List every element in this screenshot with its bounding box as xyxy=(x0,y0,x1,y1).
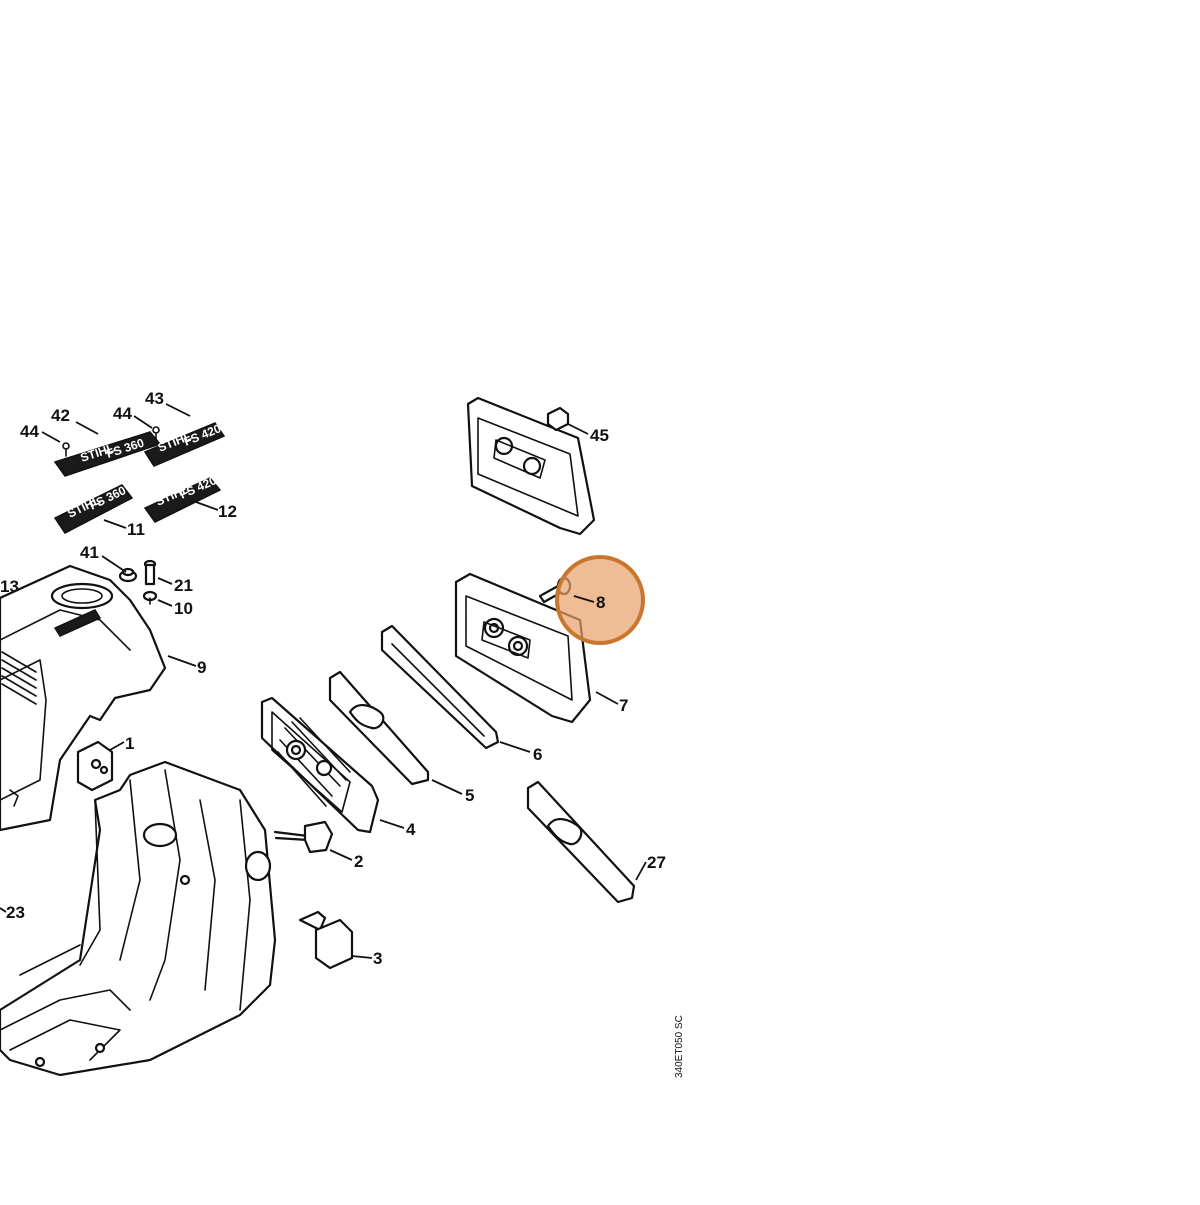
shroud-vents xyxy=(1,651,37,705)
part-4-filter-base xyxy=(260,696,380,834)
label-43: 43 xyxy=(145,389,164,408)
label-2: 2 xyxy=(354,852,363,871)
screw-21 xyxy=(143,559,157,586)
label-7: 7 xyxy=(619,696,628,715)
label-4: 4 xyxy=(406,820,416,839)
label-9: 9 xyxy=(197,658,206,677)
screw-44-right xyxy=(152,426,160,441)
label-8: 8 xyxy=(596,593,605,612)
label-23: 23 xyxy=(6,903,25,922)
part-27-filter-pad xyxy=(526,780,636,904)
part-2-knob xyxy=(273,820,334,854)
label-6: 6 xyxy=(533,745,542,764)
label-10: 10 xyxy=(174,599,193,618)
part-45-cover xyxy=(466,396,596,536)
label-21: 21 xyxy=(174,576,193,595)
callout-labels: 44 42 44 43 11 12 41 21 10 13 9 1 2 3 4 … xyxy=(0,389,666,968)
leader-23 xyxy=(0,907,7,913)
screw-44-left xyxy=(62,442,70,457)
label-13: 13 xyxy=(0,577,19,596)
part-6-seal xyxy=(380,624,500,750)
nameplate-12: STIHL FS 420 xyxy=(143,473,222,523)
screw-10 xyxy=(142,590,158,605)
label-12: 12 xyxy=(218,502,237,521)
leader-lines xyxy=(41,403,647,959)
part-5-gasket xyxy=(328,670,430,786)
nameplate-42: STIHL FS 360 xyxy=(53,431,162,477)
label-3: 3 xyxy=(373,949,382,968)
engine-shroud xyxy=(0,564,167,832)
part-1-grommet xyxy=(76,740,114,792)
label-27: 27 xyxy=(647,853,666,872)
label-45: 45 xyxy=(590,426,609,445)
drawing-code: 340ET050 SC xyxy=(674,1015,685,1078)
screw-41 xyxy=(118,567,138,583)
label-1: 1 xyxy=(125,734,134,753)
label-44-right: 44 xyxy=(113,404,132,423)
label-44-left: 44 xyxy=(20,422,39,441)
label-42: 42 xyxy=(51,406,70,425)
label-11: 11 xyxy=(127,520,145,539)
highlight-circle-part-8 xyxy=(555,555,645,645)
label-41: 41 xyxy=(80,543,99,562)
engine-housing xyxy=(0,760,277,1077)
part-3-switch xyxy=(298,910,354,970)
label-5: 5 xyxy=(465,786,474,805)
